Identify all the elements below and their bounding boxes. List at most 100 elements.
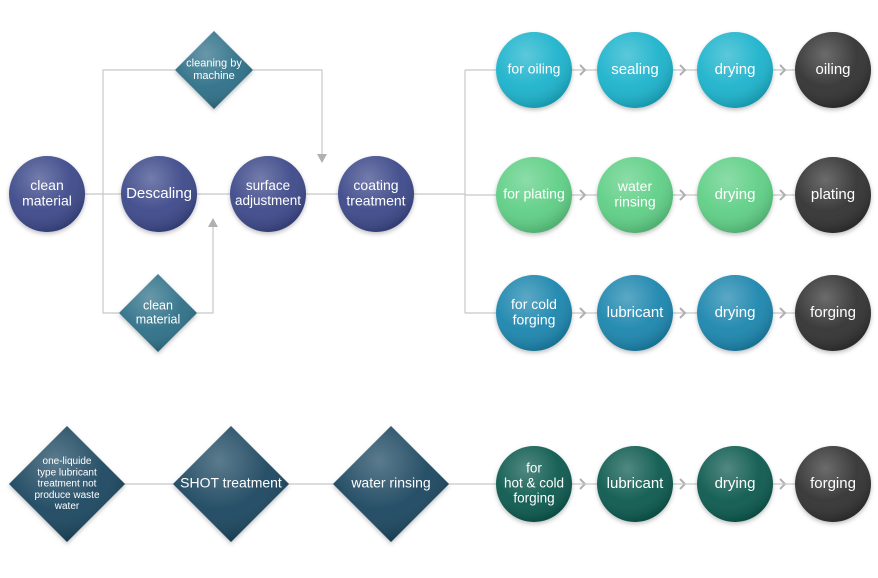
node-forging: forging [795,275,871,351]
node-label: oiling [815,61,850,78]
node-lubricant: lubricant [597,275,673,351]
node-label: drying [715,304,756,321]
node-label: drying [715,186,756,203]
chevron-right-icon [679,64,687,76]
node-label: for oiling [508,61,561,77]
node-label: for [526,460,542,475]
node-highlight [338,156,414,232]
node-highlight [597,275,673,351]
node-label: treatment not [38,479,97,490]
node-highlight [9,156,85,232]
node-highlight [173,426,289,542]
chevron-right-icon [679,189,687,201]
node-label: material [136,312,180,326]
node-label: lubricant [607,304,665,321]
node-highlight [697,275,773,351]
node-label: forging [513,491,554,506]
node-label: forging [513,312,556,328]
chevron-right-icon [579,189,587,201]
node-label: Descaling [126,185,192,202]
node-highlight [496,275,572,351]
node-highlight [9,426,125,542]
treatment-rows: for oiling sealing drying oiling for pla… [496,32,871,351]
node-label: material [22,193,72,209]
branch-bottom-line-left [102,194,119,314]
chevron-right-icon [779,307,787,319]
node-highlight [496,32,572,108]
node-label: coating [353,177,398,193]
node-label: cleaning by [186,58,242,70]
node-label: forging [810,304,856,321]
diamond-shot-treatment: SHOT treatment [173,426,289,542]
chevron-right-icon [579,64,587,76]
node-descaling: Descaling [121,156,197,232]
node-label: adjustment [235,193,301,208]
node-lubricant: lubricant [597,446,673,522]
node-label: clean [143,298,173,312]
arrow-up-icon [208,218,218,227]
node-label: surface [246,178,290,193]
node-highlight [697,157,773,233]
node-highlight [795,446,871,522]
node-label: for cold [511,296,557,312]
node-highlight [597,32,673,108]
node-highlight [697,32,773,108]
node-highlight [496,157,572,233]
arrow-down-icon [317,154,327,163]
node-label: sealing [611,61,659,78]
node-highlight [697,446,773,522]
node-oiling: oiling [795,32,871,108]
node-label: plating [811,186,855,203]
node-label: SHOT treatment [180,475,282,491]
node-for-oiling: for oiling [496,32,572,108]
node-label: produce waste [34,490,99,501]
node-label: hot & cold [504,476,564,491]
node-label: clean [30,177,63,193]
node-highlight [175,31,253,109]
node-highlight [795,157,871,233]
node-label: drying [715,475,756,492]
node-highlight [795,32,871,108]
branch-top-line-right [253,69,323,158]
node-label: treatment [346,193,405,209]
node-plating: plating [795,157,871,233]
node-label: lubricant [607,475,665,492]
node-label: forging [810,475,856,492]
node-drying: drying [697,275,773,351]
node-label: machine [193,70,235,82]
node-sealing: sealing [597,32,673,108]
node-label: for plating [503,186,564,202]
node-label: one-liquide [43,456,92,467]
chevron-right-icon [779,64,787,76]
node-highlight [597,157,673,233]
node-highlight [121,156,197,232]
node-label: drying [715,61,756,78]
node-label: water [54,501,80,512]
node-label: water [617,178,653,194]
node-label: type lubricant [37,467,97,478]
node-highlight [119,274,197,352]
node-drying: drying [697,157,773,233]
diamond-water-rinsing: water rinsing [333,426,449,542]
chevron-right-icon [779,189,787,201]
chevron-right-icon [679,307,687,319]
branch-top-line-left [102,69,175,194]
branch-bottom-line-right [197,226,214,314]
node-for-plating: for plating [496,157,572,233]
node-highlight [795,275,871,351]
node-highlight [333,426,449,542]
node-label: rinsing [614,194,655,210]
node-highlight [496,446,572,522]
